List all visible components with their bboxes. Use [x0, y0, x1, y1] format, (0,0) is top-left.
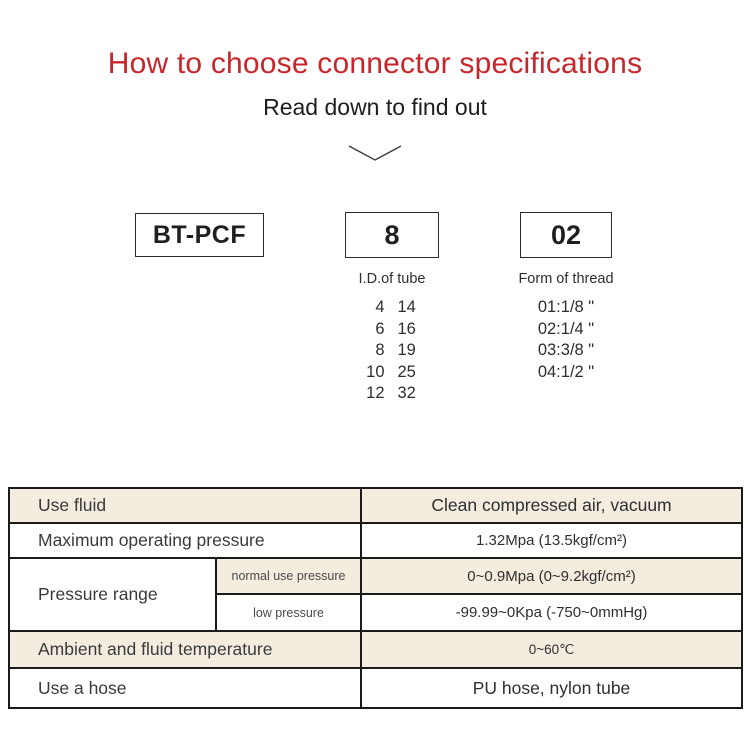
thread-option: 02:1/4 " — [537, 319, 595, 338]
thread-option: 01:1/8 " — [537, 298, 595, 316]
table-row: Use a hose PU hose, nylon tube — [8, 667, 743, 709]
thread-column-title: Form of thread — [518, 271, 614, 287]
tube-od-value: 14 — [397, 298, 416, 316]
tube-od-value: 32 — [397, 384, 416, 402]
table-row: Ambient and fluid temperature 0~60℃ — [8, 630, 743, 669]
series-code-label: BT-PCF — [152, 220, 247, 249]
spec-label-pressure-range: Pressure range — [8, 557, 217, 632]
spec-label-hose: Use a hose — [8, 667, 362, 709]
spec-value-low-pressure: -99.99~0Kpa (-750~0mmHg) — [360, 593, 743, 632]
tube-id-value: 12 — [366, 384, 385, 402]
thread-option-list: 01:1/8 " 02:1/4 " 03:3/8 " 04:1/2 " — [490, 297, 642, 383]
tube-size-row: 4 14 — [333, 297, 451, 319]
tube-id-value: 8 — [375, 341, 385, 359]
tube-code-label: 8 — [384, 219, 400, 250]
tube-id-value: 10 — [366, 362, 385, 381]
thread-code-label: 02 — [550, 219, 582, 250]
chevron-down-icon — [348, 145, 402, 161]
page-subtitle: Read down to find out — [263, 94, 487, 120]
spec-sublabel-normal-pressure: normal use pressure — [215, 557, 362, 595]
thread-code-box: 02 — [520, 212, 612, 258]
table-row: Maximum operating pressure 1.32Mpa (13.5… — [8, 522, 743, 559]
spec-value-max-pressure: 1.32Mpa (13.5kgf/cm²) — [360, 522, 743, 559]
thread-option: 03:3/8 " — [537, 341, 595, 359]
tube-code-box: 8 — [345, 212, 439, 258]
spec-value-use-fluid: Clean compressed air, vacuum — [360, 487, 743, 524]
table-row: Use fluid Clean compressed air, vacuum — [8, 487, 743, 524]
spec-table: Use fluid Clean compressed air, vacuum M… — [8, 487, 743, 709]
tube-size-list: 4 14 6 16 8 19 10 25 12 32 — [333, 297, 451, 405]
spec-value-temperature: 0~60℃ — [360, 630, 743, 669]
spec-label-max-pressure: Maximum operating pressure — [8, 522, 362, 559]
tube-size-row: 10 25 — [333, 362, 451, 384]
tube-od-value: 25 — [397, 362, 416, 381]
tube-size-row: 12 32 — [333, 383, 451, 405]
tube-size-row: 6 16 — [333, 319, 451, 341]
spec-label-temperature: Ambient and fluid temperature — [8, 630, 362, 669]
spec-value-hose: PU hose, nylon tube — [360, 667, 743, 709]
thread-option: 04:1/2 " — [537, 362, 595, 381]
table-row: Pressure range normal use pressure 0~0.9… — [8, 557, 743, 632]
tube-id-value: 4 — [375, 298, 385, 316]
table-row: low pressure -99.99~0Kpa (-750~0mmHg) — [9, 593, 743, 632]
page-title: How to choose connector specifications — [107, 47, 643, 80]
tube-column-title: I.D.of tube — [358, 271, 426, 287]
tube-od-value: 19 — [397, 341, 416, 359]
spec-label-use-fluid: Use fluid — [8, 487, 362, 524]
tube-size-row: 8 19 — [333, 340, 451, 362]
spec-value-normal-pressure: 0~0.9Mpa (0~9.2kgf/cm²) — [360, 557, 743, 595]
series-code-box: BT-PCF — [135, 213, 264, 257]
spec-sublabel-low-pressure: low pressure — [215, 593, 362, 632]
tube-id-value: 6 — [375, 319, 385, 338]
tube-od-value: 16 — [397, 319, 416, 338]
